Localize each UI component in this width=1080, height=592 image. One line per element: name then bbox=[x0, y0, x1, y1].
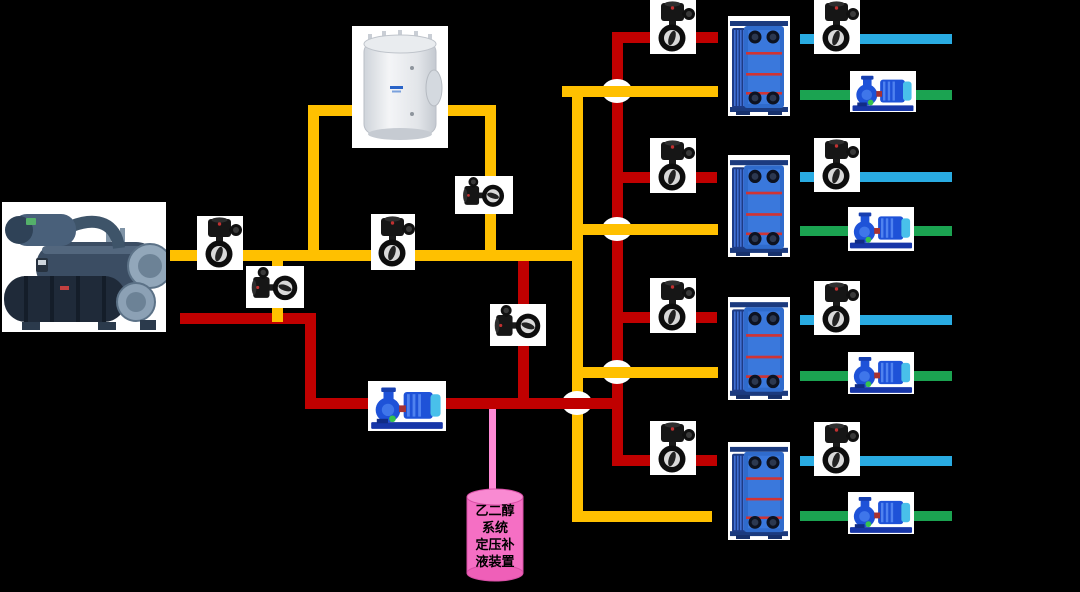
return-branch-valve-4-icon bbox=[650, 421, 696, 475]
heat-exchanger-2-icon bbox=[728, 155, 790, 257]
pipe-secondary-supply-1 bbox=[800, 34, 952, 44]
supply-bypass-valve-icon bbox=[246, 266, 304, 308]
return-branch-valve-3-icon bbox=[650, 278, 696, 333]
pipe-return-elbow-down bbox=[305, 313, 316, 409]
secondary-pump-1-icon bbox=[850, 71, 916, 112]
pipe-expansion-line bbox=[489, 402, 496, 498]
pipe-return-header-vertical bbox=[612, 32, 623, 466]
expansion-tank-label-line-3: 定压补 bbox=[475, 538, 515, 553]
pipe-supply-branch-4 bbox=[572, 511, 712, 522]
secondary-pump-3-icon bbox=[848, 352, 914, 394]
heat-exchanger-4-icon bbox=[728, 442, 790, 540]
pipe-supply-branch-1 bbox=[562, 86, 718, 97]
return-bypass-valve-icon bbox=[490, 304, 546, 346]
buffer-tank-icon bbox=[352, 26, 448, 148]
expansion-tank-label: 乙二醇 系统 定压补 液装置 bbox=[464, 503, 526, 571]
expansion-tank-label-line-4: 液装置 bbox=[475, 555, 515, 570]
expansion-tank-icon: 乙二醇 系统 定压补 液装置 bbox=[464, 487, 526, 583]
expansion-tank-label-line-2: 系统 bbox=[481, 521, 508, 536]
pipe-return-main bbox=[305, 398, 622, 409]
expansion-tank-label-line-1: 乙二醇 bbox=[475, 504, 515, 519]
return-branch-valve-2-icon bbox=[650, 138, 696, 193]
pipe-secondary-supply-4 bbox=[800, 456, 952, 466]
secondary-pump-4-icon bbox=[848, 492, 914, 534]
secondary-branch-valve-4-icon bbox=[814, 422, 860, 476]
tank-riser-valve-icon bbox=[455, 176, 513, 214]
secondary-branch-valve-1-icon bbox=[814, 0, 860, 54]
secondary-branch-valve-3-icon bbox=[814, 281, 860, 335]
pipe-secondary-supply-2 bbox=[800, 172, 952, 182]
supply-main-valve-2-icon bbox=[371, 214, 415, 270]
chiller-icon bbox=[2, 202, 166, 332]
secondary-branch-valve-2-icon bbox=[814, 138, 860, 192]
return-branch-valve-1-icon bbox=[650, 0, 696, 54]
pipe-supply-tank-outlet bbox=[444, 105, 496, 116]
supply-main-valve-1-icon bbox=[197, 216, 243, 270]
heat-exchanger-1-icon bbox=[728, 16, 790, 116]
pipe-return-chiller bbox=[180, 313, 316, 324]
pipe-supply-branch-2 bbox=[572, 224, 718, 235]
pipe-secondary-supply-3 bbox=[800, 315, 952, 325]
pipe-supply-tank-riser-left bbox=[308, 105, 319, 256]
pipe-supply-header-vertical bbox=[572, 86, 583, 522]
pipe-supply-tank-inlet bbox=[308, 105, 360, 116]
pipe-supply-branch-3 bbox=[572, 367, 718, 378]
secondary-pump-2-icon bbox=[848, 207, 914, 251]
heat-exchanger-3-icon bbox=[728, 297, 790, 400]
primary-pump-icon bbox=[368, 381, 446, 431]
